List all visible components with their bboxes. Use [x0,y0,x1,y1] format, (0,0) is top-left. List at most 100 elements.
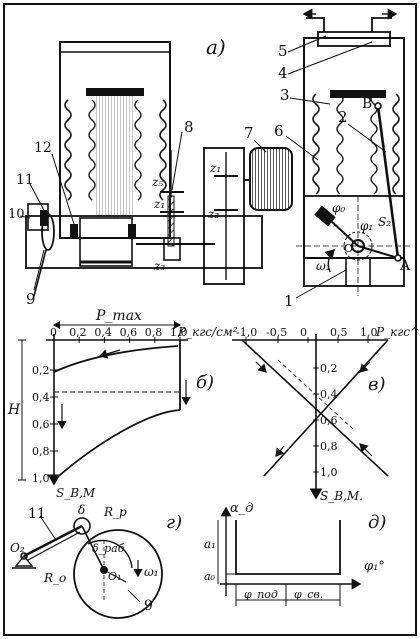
panel-a-mechanism: 1 2 3 4 5 6 7 8 9 10 11 12 B A O φ₀ φ₁ S… [8,8,411,310]
follower-arm-inner [27,531,81,561]
label-s2: S₂ [378,215,391,229]
panel-b-chart: P_max P_кгс/см² H S_B,M б) [7,308,238,500]
right-bellows-r [392,93,400,195]
panel-a-label: а) [206,35,226,59]
label-phi-pod: φ_под [244,588,278,601]
leader-12 [51,153,75,225]
panel-b-y-tick-0: 0,2 [32,364,50,377]
outer-frame [3,3,417,636]
right-piston-plate [330,90,386,98]
label-11-g: 11 [28,506,46,522]
panel-v-x-tick-3: 0,5 [330,326,348,339]
label-a0-d: a₀ [204,570,216,583]
left-bellows-outer-r [159,99,167,201]
panel-b-x-tick-3: 0,6 [120,326,138,339]
callout-8: 8 [184,118,194,136]
label-9-g: 9 [144,598,153,614]
cam-radius-line [81,525,105,571]
panel-v-label: в) [368,374,386,395]
label-o: O [344,242,353,255]
panel-v-x-tick-1: -0,5 [266,326,287,339]
label-z5: z₅ [151,175,163,189]
label-delta-g: δ [78,503,85,517]
panel-b-x-tick-4: 0,8 [145,326,163,339]
panel-v-arrow-2 [359,443,373,457]
leader-3 [289,97,331,105]
leader-9 [33,249,45,291]
panel-b-y-label: H [7,402,21,418]
leader-8 [171,131,183,191]
panel-v-dash [277,359,355,431]
panel-d-profile [235,520,341,575]
panel-v-y-tick-2: 0,6 [320,414,338,427]
leader-2 [347,123,387,153]
panel-v-x-unit: P_кгс^н [375,325,420,339]
panel-v-arrow-3 [359,361,371,373]
crank-arm [357,245,399,259]
follower-arm-11 [23,524,83,558]
label-a: A [399,258,411,274]
panel-v-y-tick-4: 1,0 [320,466,338,479]
leader-11 [29,183,47,215]
leader-11-g [39,515,57,541]
panel-b-x-tick-0: 0 [50,326,57,339]
label-o2-g: O₂ [10,541,25,555]
inlet-pipe-left [306,17,325,32]
inlet-pipe-right [371,17,392,32]
panel-v-y-tick-0: 0,2 [320,362,338,375]
omega-arrow [324,248,335,273]
piston-rod [79,217,133,267]
pivot-ground [14,554,34,567]
callout-10: 10 [8,207,25,222]
connecting-rod [376,105,400,259]
counterweight [314,205,336,227]
panel-v-x-ticks: -1,0 -0,5 0 0,5 1,0 [236,326,378,343]
panel-b-label: б) [196,372,214,393]
panel-g-cam-diagram: 11 O₂ R_p δ δ_раб O₁ R_o ω₁ 9 г) [10,503,182,619]
panel-v-x-tick-0: -1,0 [236,326,257,339]
leader-10 [19,215,31,219]
label-phi-sv: φ_св. [294,588,323,601]
callout-7: 7 [244,124,254,142]
label-alpha-d: α_д [230,501,254,516]
panel-b-x-unit: P_кгс/см² [177,325,238,339]
right-bellows-il [336,93,344,195]
cam-radius-2 [103,569,127,583]
panel-b-arrow-upper [98,349,121,359]
panel-v-y-tick-3: 0,8 [320,440,338,453]
callout-9: 9 [26,290,36,308]
callout-11: 11 [16,172,34,188]
leader-4 [287,41,373,75]
panel-b-lower-curve [53,409,181,481]
callout-1: 1 [284,292,294,310]
label-phi1-d: φ₁° [364,559,385,574]
panel-v-arrow-4 [275,445,285,457]
panel-v-x-tick-4: 1,0 [360,326,378,339]
panel-v-diag-2 [263,339,389,477]
right-bellows-l [312,93,320,195]
label-z3: z₃ [153,259,165,273]
panel-v-y-ticks: 0,20,40,60,81,0 [313,362,338,479]
motor-7 [249,147,293,211]
label-z2: z₂ [207,207,219,221]
callout-5: 5 [278,42,288,60]
left-bellows-inner-r [134,99,142,201]
panel-b-title: P_max [95,308,142,324]
left-bellows-inner-l [88,99,96,201]
label-omega1: ω₁ [316,259,331,273]
label-phi1: φ₁ [360,219,373,233]
callout-6: 6 [274,122,284,140]
panel-b-x-tick-2: 0,4 [94,326,112,339]
gear-z3 [163,237,181,261]
label-rp-g: R_p [103,505,127,519]
cam-9-lever [33,249,47,297]
right-bellows-ir [370,93,378,195]
label-phi0: φ₀ [332,201,345,215]
label-a1-d: a₁ [204,537,216,551]
joint-b [374,102,382,110]
panel-v-x-tick-2: 0 [300,326,307,339]
panel-v-diag-1 [241,339,389,477]
cam-main-circle [73,529,163,619]
panel-b-upper-curve [53,345,179,373]
panel-b-y-tick-4: 1,0 [32,472,50,485]
